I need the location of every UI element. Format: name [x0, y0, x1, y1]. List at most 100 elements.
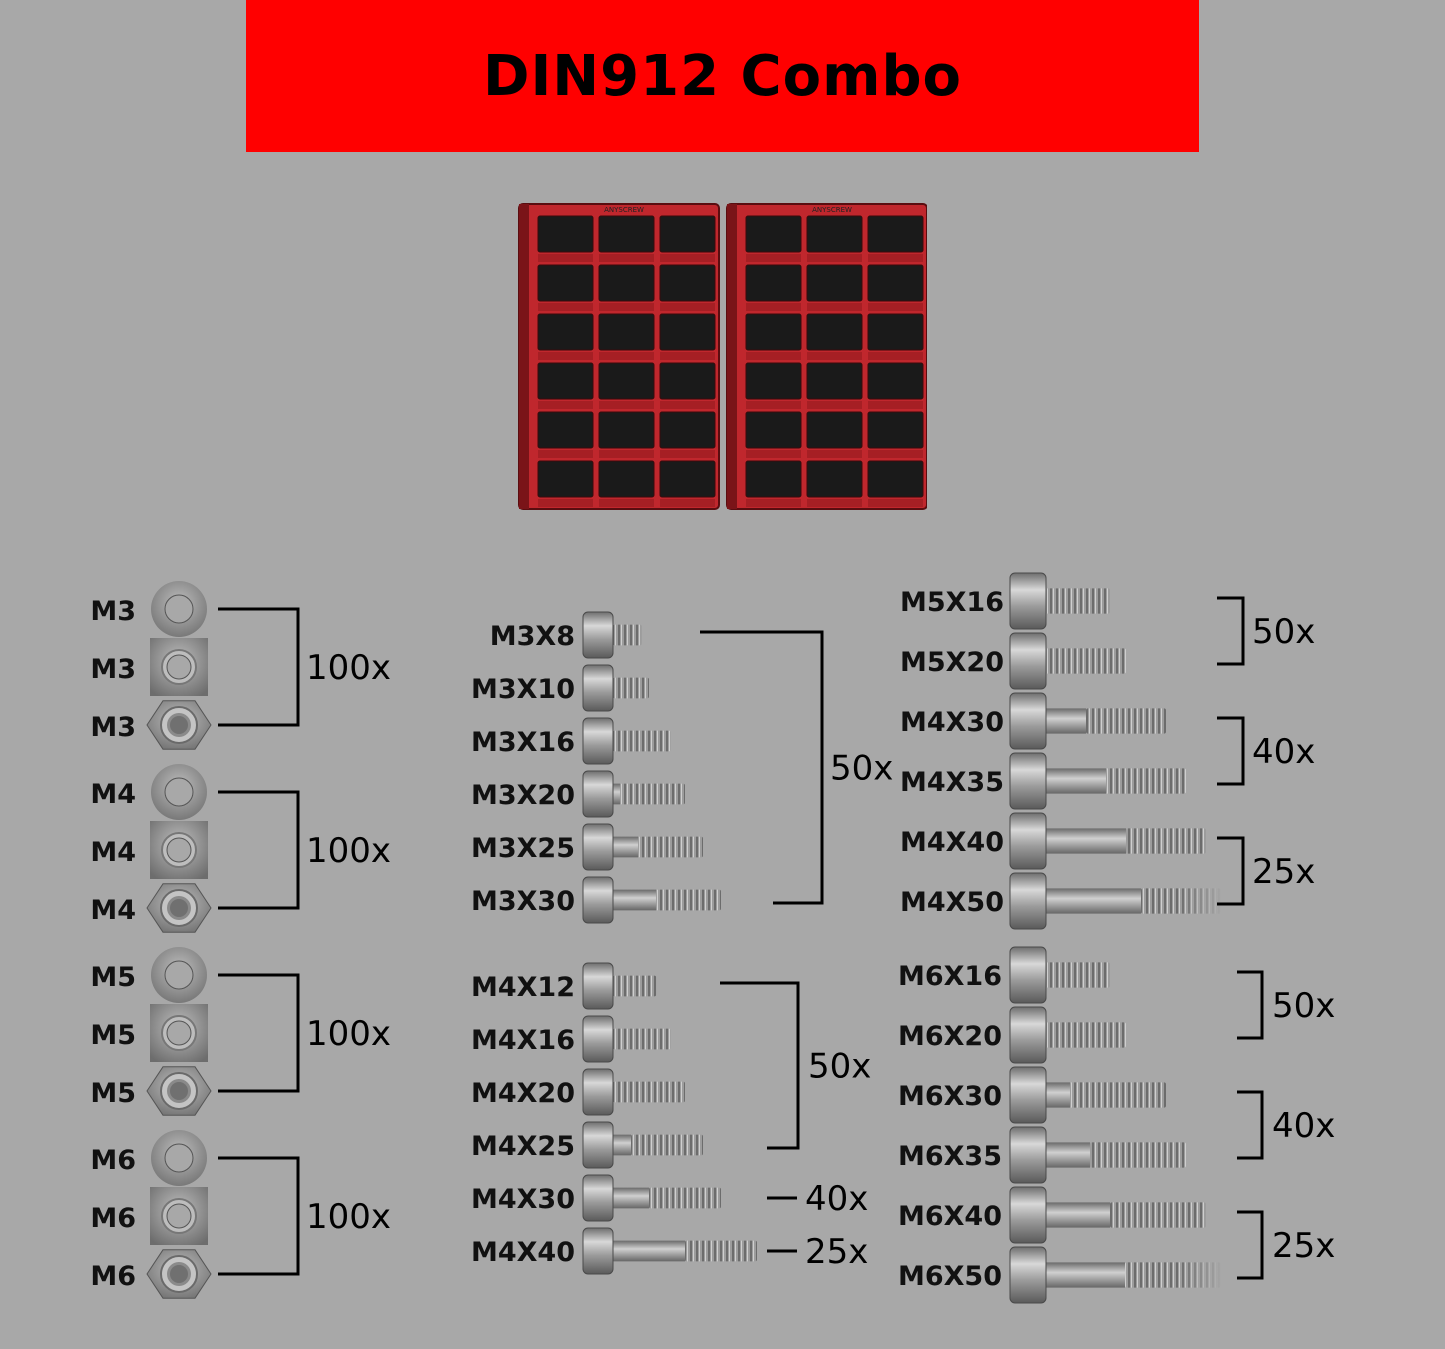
quantity-label: 100x — [306, 1197, 391, 1237]
quantity-label: 50x — [808, 1047, 871, 1087]
organizer-bin — [745, 362, 802, 400]
square-nut-icon — [150, 1187, 208, 1245]
quantity-label: 40x — [1252, 732, 1315, 772]
quantity-label: 40x — [805, 1179, 868, 1219]
bolt-icon — [1009, 632, 1126, 690]
bolt-icon — [582, 1227, 757, 1275]
bolt-label: M5X16 — [900, 587, 1004, 618]
bracket — [1217, 596, 1245, 666]
bolt-label: M4X50 — [900, 887, 1004, 918]
bolt-icon — [582, 1174, 721, 1222]
organizer-bin — [745, 215, 802, 253]
nut-label: M3 — [90, 712, 136, 743]
bolt-icon — [582, 962, 657, 1010]
nut-label: M3 — [90, 596, 136, 627]
quantity-label: 40x — [1272, 1106, 1335, 1146]
organizer-bin — [867, 411, 924, 449]
quantity-label: 25x — [805, 1232, 868, 1272]
organizer-bin — [537, 460, 594, 498]
organizer-bin — [806, 411, 863, 449]
quantity-label: 25x — [1272, 1226, 1335, 1266]
bracket — [1237, 1210, 1264, 1280]
organizer-bin — [537, 411, 594, 449]
bolt-icon — [582, 823, 703, 871]
bracket — [720, 981, 800, 1150]
nut-label: M6 — [90, 1203, 136, 1234]
bracket — [1237, 1090, 1264, 1160]
washer-icon — [151, 1130, 207, 1186]
organizer-brand: ANYSCREW — [812, 206, 852, 214]
organizer-bin — [659, 411, 716, 449]
bolt-icon — [1009, 752, 1186, 810]
square-nut-icon — [150, 821, 208, 879]
hex-nut-icon — [146, 1249, 212, 1299]
bolt-label: M4X30 — [900, 707, 1004, 738]
organizer-bin — [745, 411, 802, 449]
bolt-label: M4X35 — [900, 767, 1004, 798]
hex-nut-icon — [146, 883, 212, 933]
organizer-bin — [867, 460, 924, 498]
bolt-label: M4X25 — [471, 1131, 575, 1162]
bolt-label: M6X30 — [898, 1081, 1002, 1112]
bolt-icon — [1009, 1186, 1206, 1244]
quantity-label: 100x — [306, 648, 391, 688]
nut-label: M4 — [90, 779, 136, 810]
nut-label: M4 — [90, 895, 136, 926]
nut-label: M5 — [90, 1078, 136, 1109]
quantity-label: 50x — [1272, 986, 1335, 1026]
quantity-label: 50x — [1252, 612, 1315, 652]
bolt-label: M6X50 — [898, 1261, 1002, 1292]
page-title: DIN912 Combo — [482, 43, 963, 109]
bolt-icon — [582, 664, 649, 712]
bracket — [700, 630, 824, 905]
bolt-icon — [1009, 946, 1110, 1004]
quantity-label: 50x — [830, 749, 893, 789]
organizer-bin — [867, 264, 924, 302]
nut-label: M6 — [90, 1145, 136, 1176]
bracket — [218, 1156, 300, 1276]
organizer-bin — [745, 313, 802, 351]
organizer-bin — [598, 264, 655, 302]
nut-label: M5 — [90, 1020, 136, 1051]
organizer-bin — [806, 215, 863, 253]
nut-label: M6 — [90, 1261, 136, 1292]
organizer-bin — [867, 362, 924, 400]
washer-icon — [151, 764, 207, 820]
organizer-bin — [537, 215, 594, 253]
organizer-bin — [745, 460, 802, 498]
bolt-label: M4X40 — [471, 1237, 575, 1268]
bracket — [218, 790, 300, 910]
quantity-label: 100x — [306, 831, 391, 871]
organizer-bin — [598, 215, 655, 253]
organizer-bin — [806, 362, 863, 400]
organizer-bin — [537, 362, 594, 400]
bolt-icon — [582, 717, 671, 765]
organizer-bin — [745, 264, 802, 302]
bolt-label: M3X25 — [471, 833, 575, 864]
organizer-bin — [806, 313, 863, 351]
organizer-bin — [598, 460, 655, 498]
bracket — [1217, 716, 1245, 786]
bolt-icon — [1009, 692, 1166, 750]
nut-label: M5 — [90, 962, 136, 993]
bolt-icon — [1009, 1126, 1186, 1184]
bolt-icon — [582, 770, 685, 818]
bolt-icon — [582, 1068, 685, 1116]
bolt-icon — [1009, 812, 1206, 870]
bolt-icon — [582, 1015, 671, 1063]
organizer-unit: ANYSCREW — [726, 203, 927, 510]
bolt-icon — [1009, 1066, 1166, 1124]
square-nut-icon — [150, 1004, 208, 1062]
bracket — [1237, 970, 1264, 1040]
quantity-label: 100x — [306, 1014, 391, 1054]
organizer-bin — [867, 215, 924, 253]
bolt-label: M4X12 — [471, 972, 575, 1003]
quantity-label: 25x — [1252, 852, 1315, 892]
organizer-bin — [598, 362, 655, 400]
bracket — [218, 607, 300, 727]
